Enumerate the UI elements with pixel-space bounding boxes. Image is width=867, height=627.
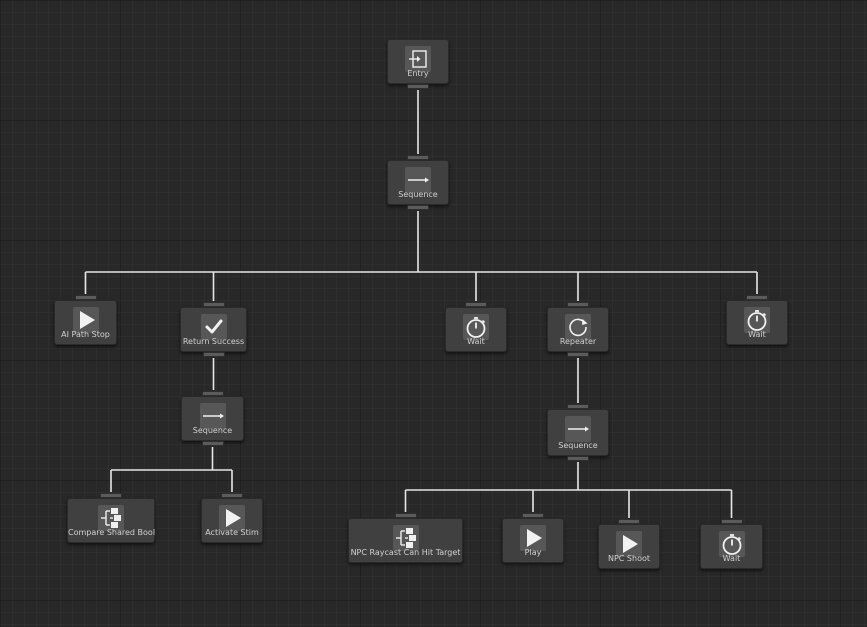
input-port[interactable] <box>100 493 122 498</box>
node-wait-3[interactable]: Wait <box>700 519 763 569</box>
node-label: Return Success <box>182 337 245 346</box>
input-port[interactable] <box>394 513 417 518</box>
node-wait-1[interactable]: Wait <box>445 302 507 352</box>
node-label: Sequence <box>192 426 233 435</box>
edge-seq-left <box>110 447 233 492</box>
node-label: Sequence <box>398 190 438 199</box>
input-port[interactable] <box>201 391 224 396</box>
sequence-arrow-icon <box>199 403 226 429</box>
node-label: NPC Shoot <box>607 554 650 563</box>
play-icon <box>72 307 99 333</box>
input-port[interactable] <box>618 519 640 524</box>
node-play[interactable]: Play <box>502 513 564 563</box>
output-port[interactable] <box>201 441 224 446</box>
output-port[interactable] <box>567 352 589 357</box>
node-label: Entry <box>407 69 429 78</box>
node-label: Sequence <box>558 441 598 450</box>
node-return-success[interactable]: Return Success <box>180 302 247 357</box>
output-port[interactable] <box>567 456 589 461</box>
stopwatch-icon <box>463 314 489 340</box>
input-port[interactable] <box>720 519 743 524</box>
edge-seq-root <box>84 211 758 301</box>
input-port[interactable] <box>221 493 243 498</box>
node-label: NPC Raycast Can Hit Target <box>350 548 461 557</box>
stopwatch-icon <box>718 531 745 557</box>
input-port[interactable] <box>522 513 544 518</box>
node-activate-stim[interactable]: Activate Stim <box>201 493 263 543</box>
node-label: Wait <box>722 554 741 563</box>
sequence-arrow-icon <box>405 167 431 193</box>
play-icon <box>219 505 245 531</box>
entry-icon <box>405 46 431 72</box>
node-npc-raycast[interactable]: NPC Raycast Can Hit Target <box>348 513 463 563</box>
node-label: Activate Stim <box>205 528 259 537</box>
node-label: AI Path Stop <box>61 330 110 339</box>
node-label: Wait <box>467 337 485 346</box>
node-label: Wait <box>748 330 766 339</box>
node-seq-root[interactable]: Sequence <box>387 155 449 210</box>
node-seq-left[interactable]: Sequence <box>181 391 244 446</box>
node-compare-shared-bool[interactable]: Compare Shared Bool <box>67 493 156 543</box>
conditional-icon <box>98 505 124 531</box>
node-ai-path-stop[interactable]: AI Path Stop <box>54 295 117 345</box>
input-port[interactable] <box>465 302 487 307</box>
node-label: Repeater <box>559 337 597 346</box>
node-seq-right[interactable]: Sequence <box>547 404 609 461</box>
repeat-icon <box>565 314 591 340</box>
input-port[interactable] <box>74 295 97 300</box>
conditional-icon <box>392 525 419 551</box>
node-entry[interactable]: Entry <box>387 39 449 89</box>
input-port[interactable] <box>202 302 225 307</box>
edge-seq-right <box>404 462 733 518</box>
output-port[interactable] <box>407 205 429 210</box>
play-icon <box>520 525 546 551</box>
node-npc-shoot[interactable]: NPC Shoot <box>598 519 660 569</box>
sequence-arrow-icon <box>565 416 591 442</box>
node-repeater[interactable]: Repeater <box>547 302 609 357</box>
input-port[interactable] <box>407 155 429 160</box>
checkmark-icon <box>200 314 227 340</box>
input-port[interactable] <box>567 302 589 307</box>
node-wait-2[interactable]: Wait <box>726 295 788 345</box>
output-port[interactable] <box>407 84 429 89</box>
node-label: Play <box>524 548 542 557</box>
stopwatch-icon <box>744 307 770 333</box>
output-port[interactable] <box>202 352 225 357</box>
play-icon <box>616 531 642 557</box>
node-label: Compare Shared Bool <box>68 528 156 537</box>
input-port[interactable] <box>746 295 768 300</box>
input-port[interactable] <box>567 404 589 409</box>
